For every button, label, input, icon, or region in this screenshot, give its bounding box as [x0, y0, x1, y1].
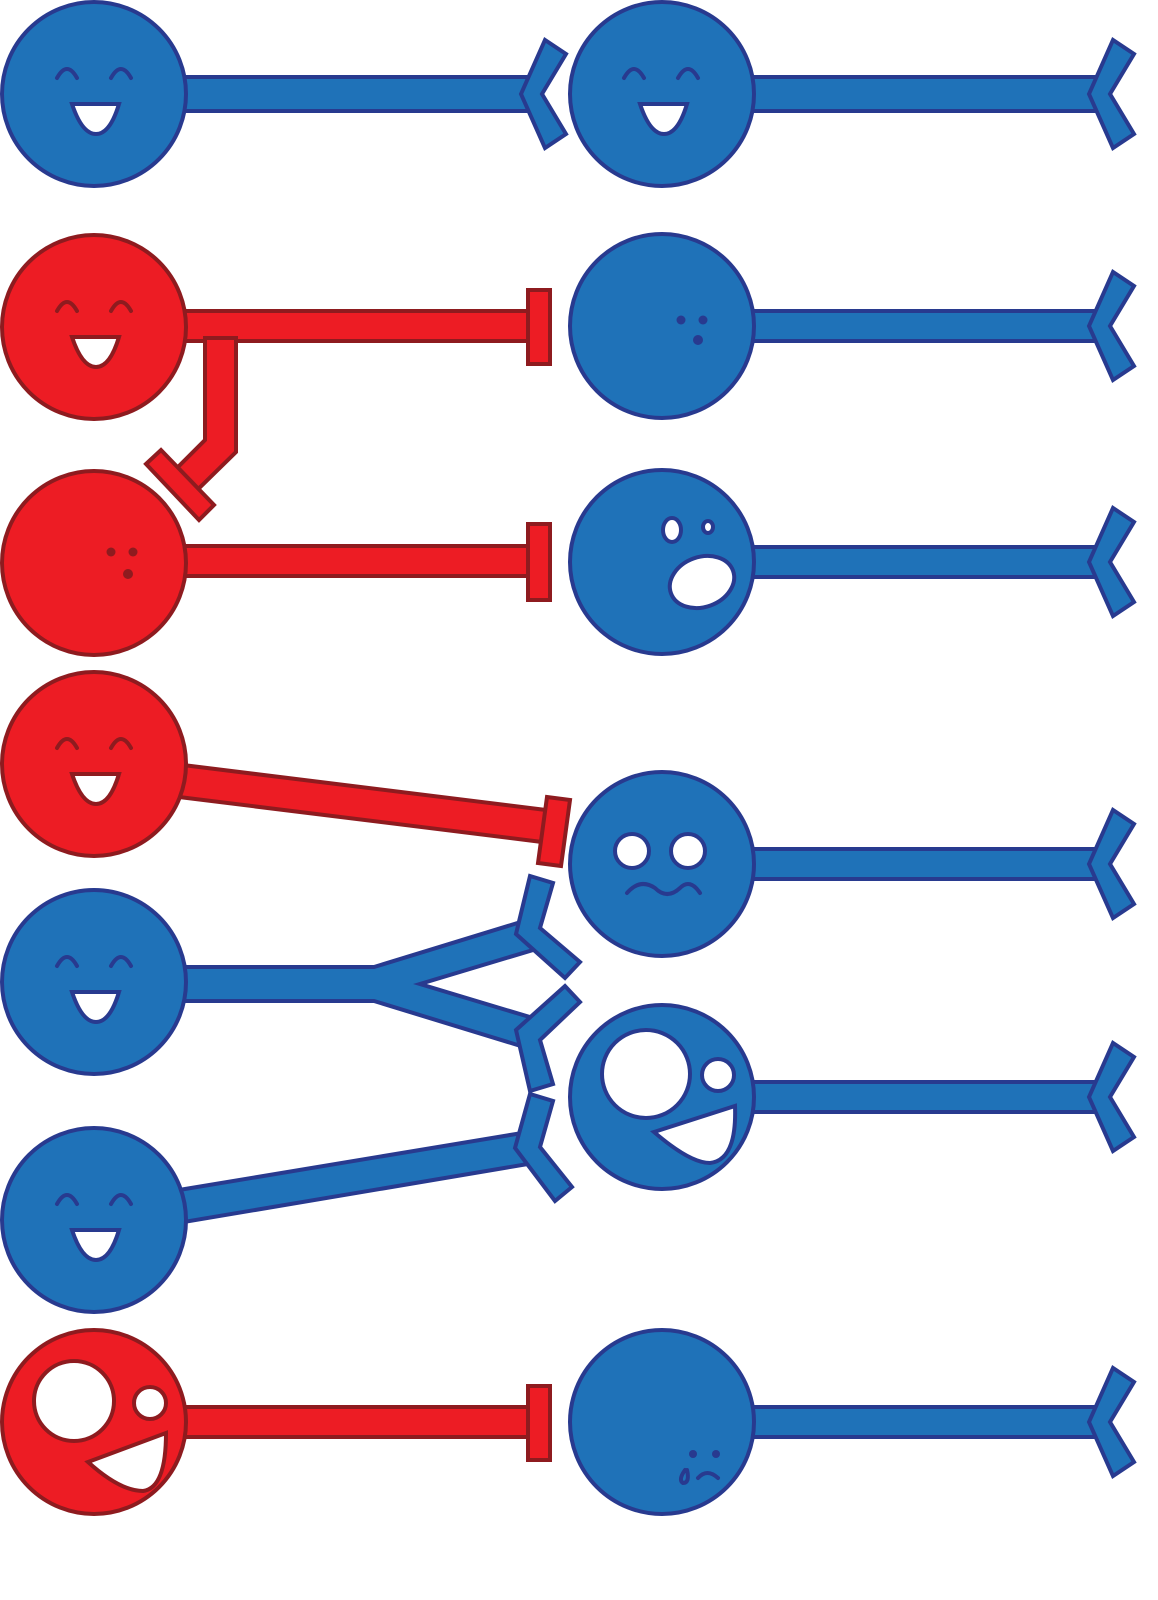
ecstatic-face-icon [600, 1028, 738, 1166]
neuron-b7 [568, 1003, 756, 1191]
happy-face-icon [55, 67, 133, 137]
sad-face-icon [678, 1450, 720, 1486]
happy-face-icon [55, 300, 133, 370]
dendrite-b7-tail [746, 1040, 1137, 1154]
axon-b1-to-b2 [178, 37, 569, 151]
happy-face-icon [55, 955, 133, 1025]
happy-face-icon [55, 737, 133, 807]
axon-r1-to-r2 [143, 336, 238, 523]
axon-r4-to-b9 [178, 1384, 552, 1462]
ecstatic-face-icon [32, 1359, 169, 1494]
dendrite-b4-tail [746, 505, 1137, 619]
sleepy-face-icon [106, 547, 138, 579]
neuron-b8 [0, 1126, 188, 1314]
axon-r2-to-b4 [178, 522, 552, 602]
neuron-b9 [568, 1328, 756, 1516]
neuron-b6 [0, 888, 188, 1076]
axon-b6-forked [178, 873, 583, 1094]
dendrite-b3-tail [746, 269, 1137, 383]
neuron-b3 [568, 232, 756, 420]
happy-face-icon [622, 67, 700, 137]
neuron-b2 [568, 0, 756, 188]
neuron-r2 [0, 469, 188, 657]
neuron-r1 [0, 233, 188, 421]
dendrite-b2-tail [746, 37, 1137, 151]
shocked-face-icon [661, 516, 737, 611]
neuron-b1 [0, 0, 188, 188]
happy-face-icon [55, 1193, 133, 1263]
axon-r1-to-b3 [178, 288, 552, 366]
neuron-r4 [0, 1328, 188, 1516]
dendrite-b9-tail [746, 1365, 1137, 1479]
neuron-r3 [0, 670, 188, 858]
neuron-b4 [568, 468, 756, 656]
dendrite-b5-tail [746, 807, 1137, 921]
axon-b8-to-b7 [176, 1091, 575, 1225]
sleepy-face-icon [676, 315, 708, 345]
worried-face-icon [613, 832, 707, 896]
axon-r3-to-b5 [176, 762, 573, 869]
neuron-b5 [568, 770, 756, 958]
